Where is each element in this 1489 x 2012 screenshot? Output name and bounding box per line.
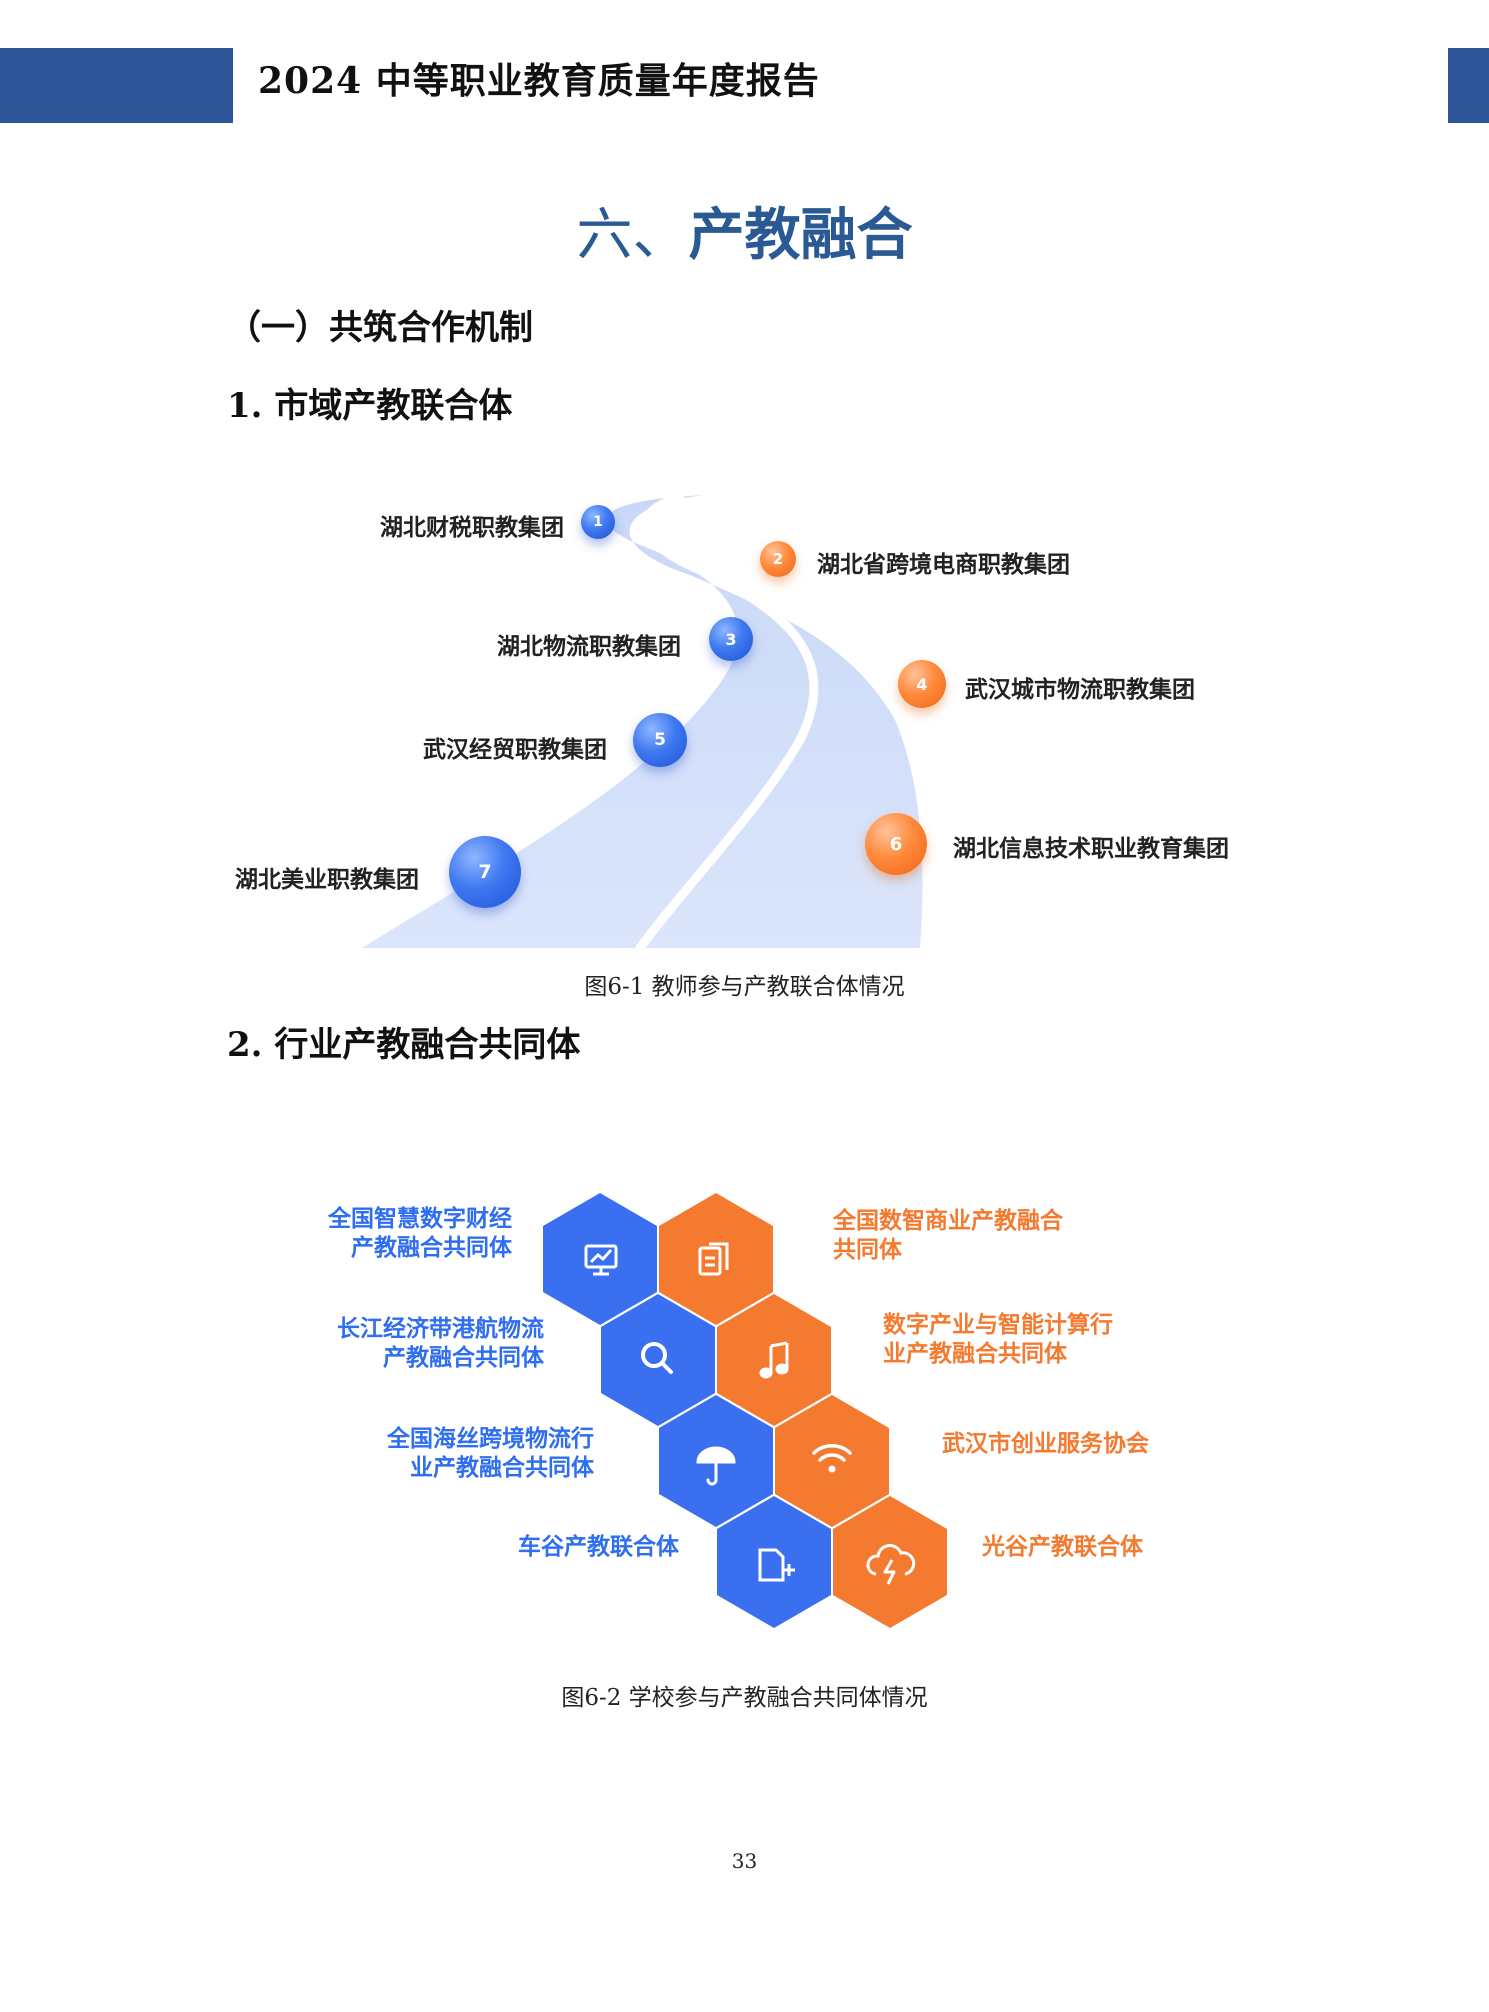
document-stack-icon [698,1242,729,1276]
figure-caption-2: 图6-2 学校参与产教融合共同体情况 [561,1685,928,1711]
hex-label-right-2-line2: 业产教融合共同体 [883,1341,1067,1367]
road-node-1: 1 [581,505,615,539]
report-title: 2024 中等职业教育质量年度报告 [258,60,820,102]
umbrella-icon [696,1446,736,1486]
road-node-5: 5 [633,713,687,767]
figure-caption-1: 图6-1 教师参与产教联合体情况 [584,974,905,1000]
hex-blue-2 [601,1294,715,1426]
hex-label-right-1-line1: 全国数智商业产教融合 [833,1208,1063,1234]
music-note-icon [759,1341,789,1379]
hex-label-left-4: 车谷产教联合体 [518,1533,679,1562]
hex-label-right-3-line1: 武汉市创业服务协会 [942,1431,1149,1457]
hex-label-left-2-line2: 产教融合共同体 [383,1345,544,1371]
hex-blue-4 [717,1496,831,1628]
hex-label-right-2-line1: 数字产业与智能计算行 [883,1312,1113,1338]
wifi-icon [812,1444,852,1473]
hex-label-left-1-line1: 全国智慧数字财经 [328,1206,512,1232]
hex-label-left-3: 全国海丝跨境物流行 业产教融合共同体 [387,1425,594,1483]
chart-monitor-icon [584,1244,618,1276]
hex-label-left-3-line2: 业产教融合共同体 [410,1455,594,1481]
hex-label-left-2-line1: 长江经济带港航物流 [337,1316,544,1342]
hex-label-right-1: 全国数智商业产教融合 共同体 [833,1207,1063,1265]
cloud-lightning-icon [866,1544,916,1585]
hex-label-left-1: 全国智慧数字财经 产教融合共同体 [328,1205,512,1263]
hex-label-right-4: 光谷产教联合体 [982,1533,1143,1562]
search-icon [641,1342,673,1374]
chapter-title: 六、产教融合 [0,190,1489,271]
road-node-2: 2 [760,541,796,577]
hex-label-right-2: 数字产业与智能计算行 业产教融合共同体 [883,1311,1113,1369]
chapter-number: 六、 [576,203,689,268]
hex-label-right-4-line1: 光谷产教联合体 [982,1534,1143,1560]
hex-orange-1 [659,1193,773,1325]
subsection-heading-2: 2. 行业产教融合共同体 [227,1025,581,1065]
road-node-3: 3 [709,617,753,661]
hex-label-left-1-line2: 产教融合共同体 [351,1235,512,1261]
hex-orange-2 [717,1294,831,1426]
road-label-1: 湖北财税职教集团 [380,515,564,541]
road-label-4: 武汉城市物流职教集团 [965,677,1195,703]
hex-blue-1 [543,1193,657,1325]
road-label-2: 湖北省跨境电商职教集团 [817,552,1070,578]
hex-label-left-4-line1: 车谷产教联合体 [518,1534,679,1560]
hex-blue-3 [659,1395,773,1527]
hex-label-right-3: 武汉市创业服务协会 [942,1430,1149,1459]
subsection-heading-1: 1. 市域产教联合体 [227,386,513,426]
road-node-4: 4 [898,660,946,708]
chapter-name: 产教融合 [688,202,913,268]
header-bar-right [1448,48,1489,123]
hex-orange-3 [775,1395,889,1527]
road-label-3: 湖北物流职教集团 [497,634,681,660]
road-label-7: 湖北美业职教集团 [235,867,419,893]
hex-label-right-1-line2: 共同体 [833,1237,902,1263]
file-plus-icon [758,1548,795,1582]
road-node-7: 7 [449,836,521,908]
page-number: 33 [731,1849,758,1873]
road-node-6: 6 [865,813,927,875]
road-label-5: 武汉经贸职教集团 [423,737,607,763]
hex-label-left-2: 长江经济带港航物流 产教融合共同体 [337,1315,544,1373]
road-label-6: 湖北信息技术职业教育集团 [953,836,1229,862]
hex-label-left-3-line1: 全国海丝跨境物流行 [387,1426,594,1452]
header-bar-left [0,48,233,123]
hex-orange-4 [833,1496,947,1628]
section-heading: （一）共筑合作机制 [227,308,533,348]
